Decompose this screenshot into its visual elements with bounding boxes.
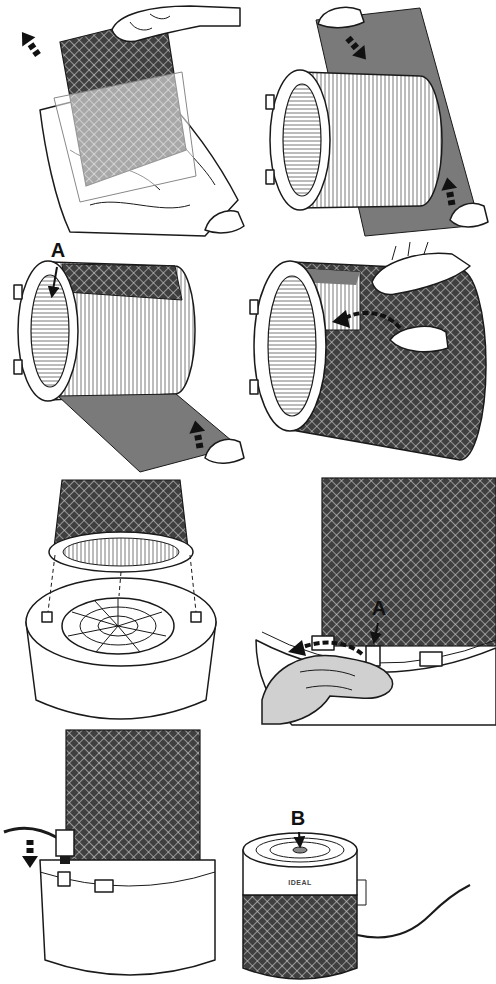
panel-insert bbox=[26, 480, 216, 719]
panel-wrap-align bbox=[14, 261, 244, 472]
panel-wrap-start bbox=[266, 7, 488, 236]
panel-unpack bbox=[15, 6, 244, 236]
panel-plug bbox=[4, 730, 215, 975]
panel-finished bbox=[243, 832, 470, 979]
panel-lock bbox=[256, 478, 496, 725]
callout-letter: A bbox=[372, 598, 386, 618]
brand-text: IDEAL bbox=[288, 879, 312, 886]
callout-letter: A bbox=[51, 240, 65, 260]
panel-wrap-finish bbox=[250, 242, 486, 460]
callout-letter: B bbox=[291, 808, 305, 828]
